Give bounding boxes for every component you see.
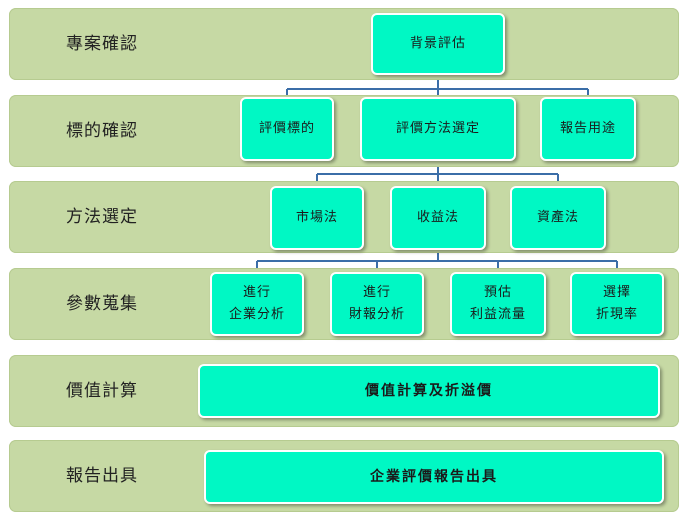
stage-band-project-confirmation (9, 8, 679, 80)
node-report-purpose: 報告用途 (540, 97, 636, 161)
stage-label-project-confirmation: 專案確認 (66, 34, 138, 54)
node-financial-statement-analysis: 進行 財報分析 (330, 272, 424, 336)
node-market-approach: 市場法 (270, 186, 364, 250)
node-background-assessment: 背景評估 (371, 13, 505, 75)
node-valuation-target: 評價標的 (240, 97, 334, 161)
stage-label-target-confirmation: 標的確認 (66, 121, 138, 141)
node-enterprise-analysis: 進行 企業分析 (210, 272, 304, 336)
stage-label-value-calculation: 價值計算 (66, 381, 138, 401)
node-value-calculation-premium-discount: 價值計算及折溢價 (198, 364, 660, 418)
node-enterprise-valuation-report: 企業評價報告出具 (204, 450, 664, 504)
node-profit-flow-forecast: 預估 利益流量 (450, 272, 546, 336)
node-income-approach: 收益法 (390, 186, 486, 250)
node-discount-rate-selection: 選擇 折現率 (570, 272, 664, 336)
node-asset-approach: 資產法 (510, 186, 606, 250)
stage-label-method-selection: 方法選定 (66, 207, 138, 227)
stage-label-parameter-collection: 參數蒐集 (66, 294, 138, 314)
stage-label-report-issuance: 報告出具 (66, 466, 138, 486)
node-valuation-method-selection: 評價方法選定 (360, 97, 516, 161)
